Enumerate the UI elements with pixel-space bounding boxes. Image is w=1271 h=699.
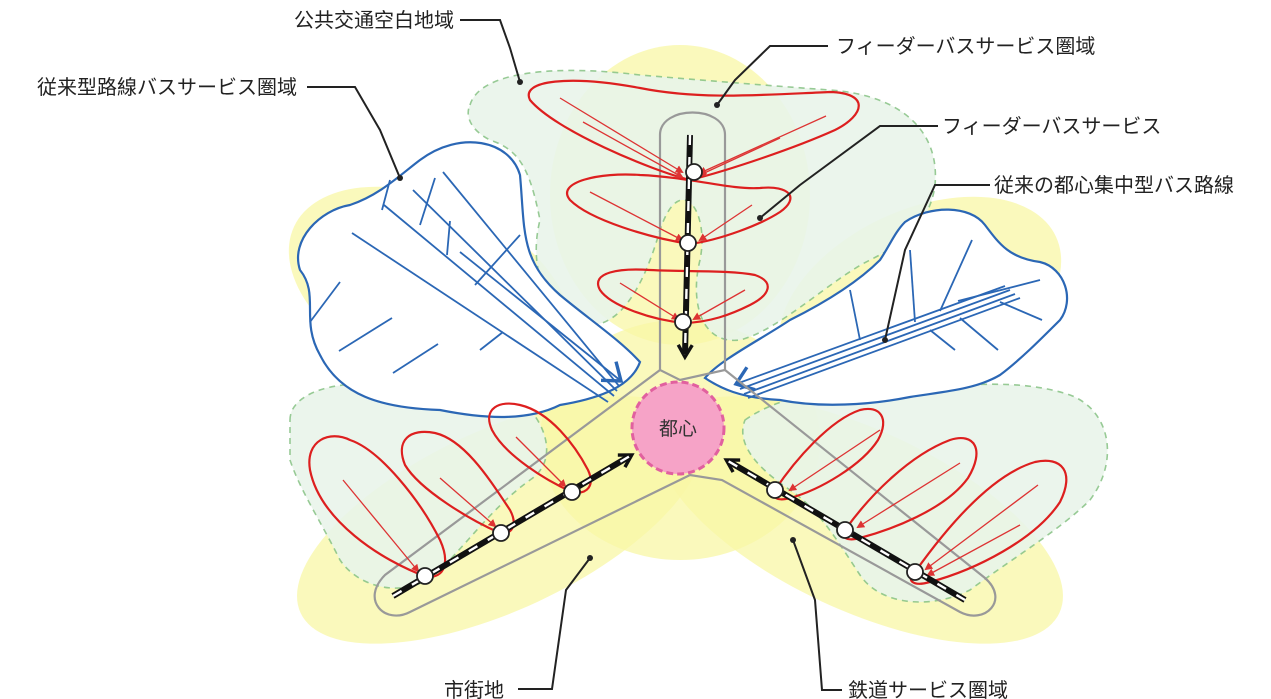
rail-service-corridors: [373, 111, 997, 617]
conventional-route-area-left: [297, 141, 642, 419]
feeder-loops-top: [527, 79, 860, 325]
leader-lines: [307, 19, 990, 691]
label-conventional-centralized-routes: 従来の都心集中型バス路線: [994, 173, 1234, 197]
labels: 公共交通空白地域 フィーダーバスサービス圏域 従来型路線バスサービス圏域 フィー…: [37, 8, 1234, 699]
label-urban-area: 市街地: [444, 678, 504, 699]
conventional-route-area-right: [703, 208, 1069, 406]
label-feeder-bus-service-area: フィーダーバスサービス圏域: [836, 34, 1095, 58]
label-feeder-bus-service: フィーダーバスサービス: [942, 114, 1161, 138]
conventional-bus-routes-left: [309, 171, 624, 403]
conventional-bus-routes-right: [733, 239, 1043, 399]
label-public-transport-gap: 公共交通空白地域: [294, 8, 454, 32]
stations: [416, 163, 924, 585]
city-center-label: 都心: [659, 418, 697, 440]
city-center: 都心: [630, 380, 726, 476]
label-rail-service-area: 鉄道サービス圏域: [848, 678, 1008, 699]
label-conventional-route-service-area: 従来型路線バスサービス圏域: [37, 75, 297, 99]
